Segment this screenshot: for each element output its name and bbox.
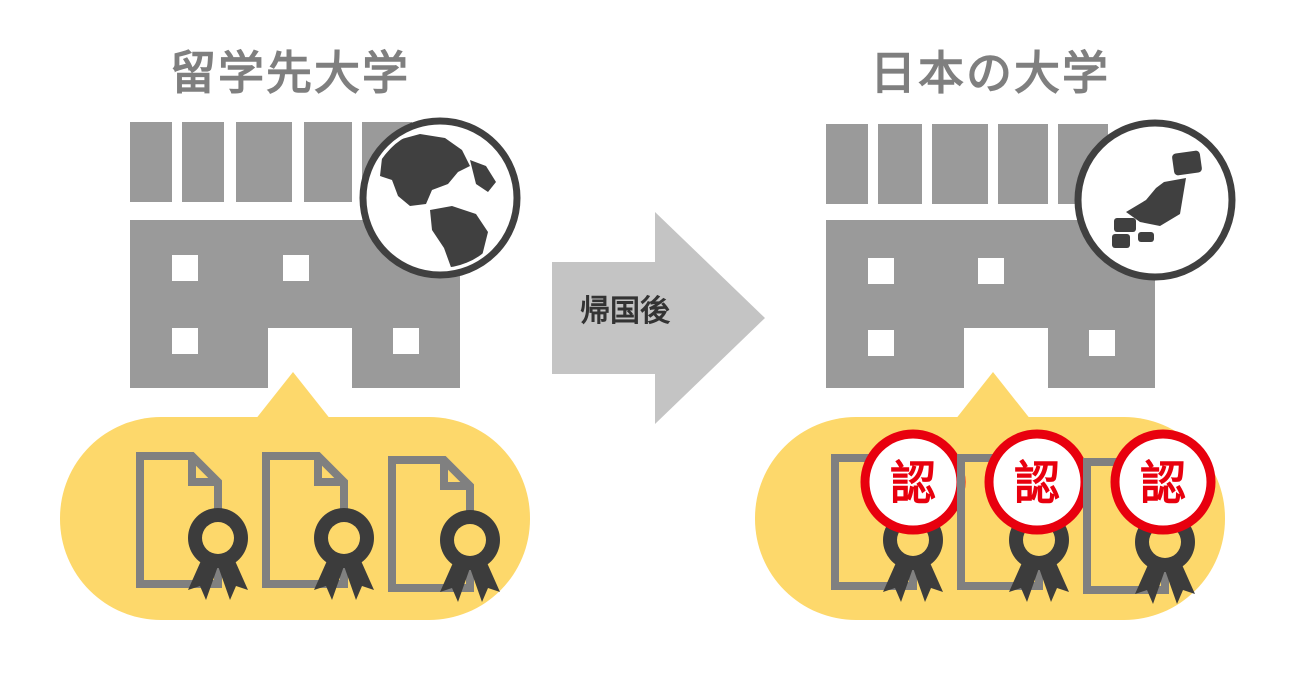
left-credits-bubble	[60, 372, 530, 620]
left-university-title: 留学先大学	[170, 46, 410, 100]
arrow-label: 帰国後	[580, 294, 670, 329]
stamp-text-1: 認	[890, 456, 936, 510]
right-university-title: 日本の大学	[870, 46, 1110, 100]
globe-americas-icon	[359, 117, 521, 279]
stamp-text-3: 認	[1140, 456, 1186, 510]
right-university-building	[826, 124, 1155, 388]
japan-map-icon	[1074, 119, 1236, 281]
stamp-text-2: 認	[1014, 456, 1060, 510]
arrow-shape	[552, 212, 765, 424]
